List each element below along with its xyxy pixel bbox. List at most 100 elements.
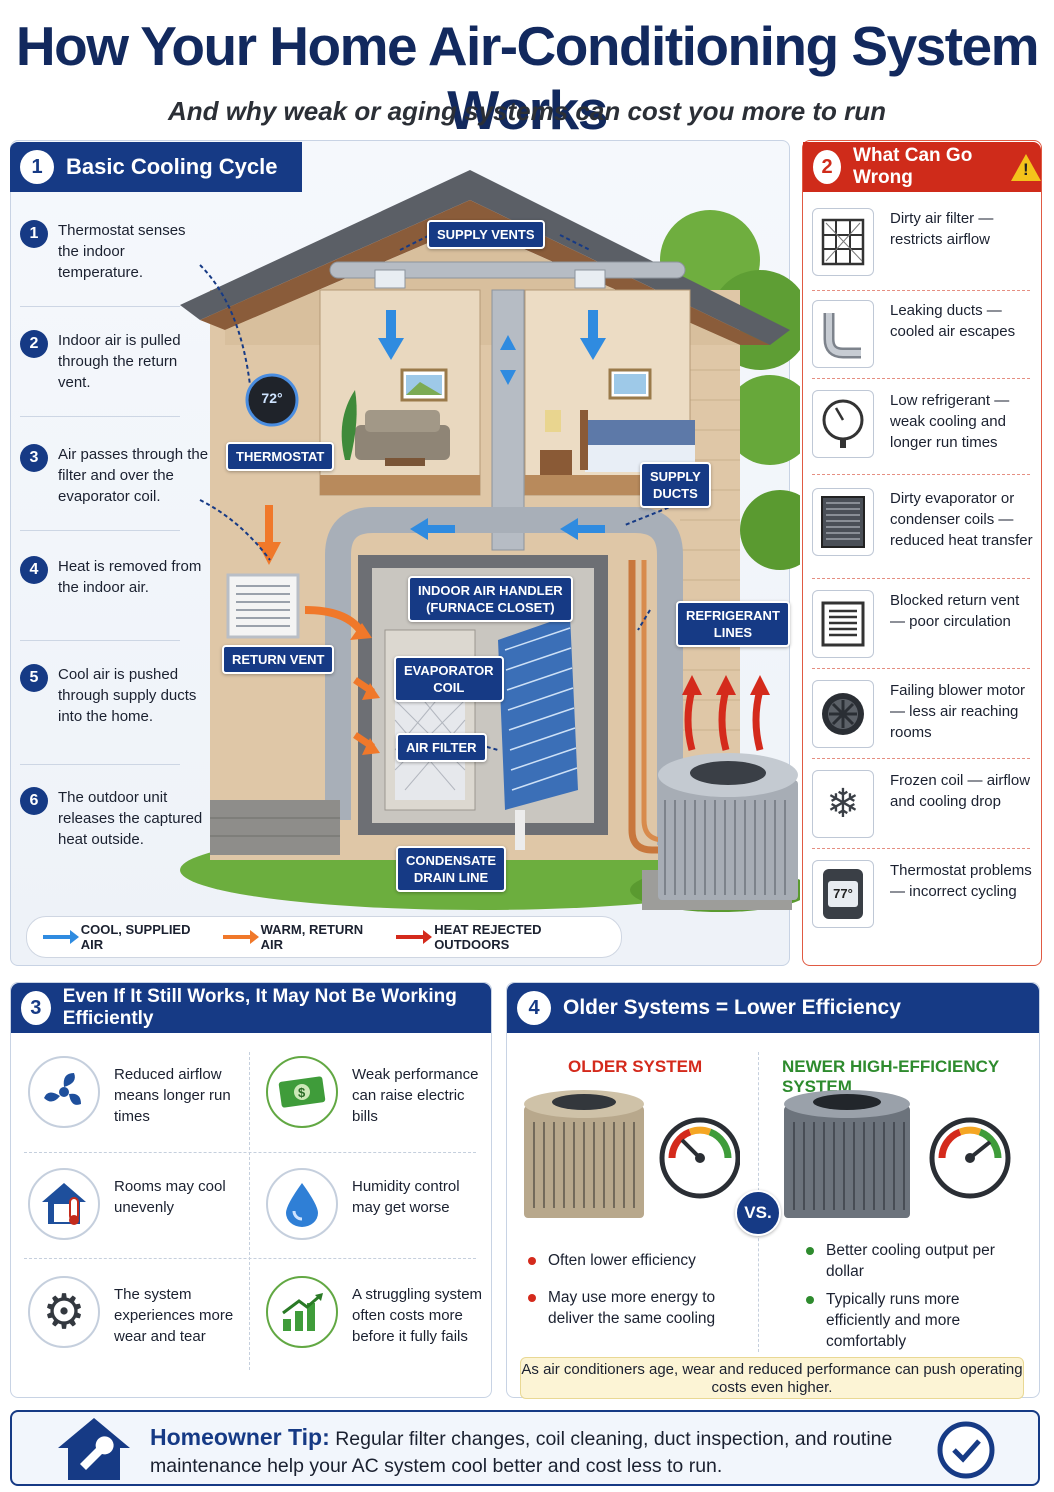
problem-divider — [812, 578, 1030, 579]
tip-text-block: Homeowner Tip: Regular filter changes, c… — [150, 1424, 910, 1480]
supply-ducts-label-line2: DUCTS — [653, 486, 698, 501]
orange-arrow-icon — [222, 930, 259, 944]
step-text: The outdoor unit releases the captured h… — [58, 789, 203, 848]
efficiency-item: $ Weak performance can raise electric bi… — [266, 1056, 488, 1128]
efficiency-grid-divider — [249, 1052, 250, 1370]
return-vent-icon — [812, 590, 874, 658]
efficiency-grid-divider — [24, 1152, 476, 1153]
problem-text: Low refrigerant — weak cooling and longe… — [890, 392, 1010, 451]
aging-note: As air conditioners age, wear and reduce… — [520, 1357, 1024, 1399]
newer-point: Typically runs more efficiently and more… — [806, 1289, 1006, 1352]
rising-chart-icon — [266, 1276, 338, 1348]
fan-icon — [28, 1056, 100, 1128]
tip-label: Homeowner Tip: — [150, 1424, 330, 1450]
older-point-text: May use more energy to deliver the same … — [548, 1289, 716, 1327]
problem-text: Thermostat problems — incorrect cycling — [890, 862, 1032, 900]
thermostat-display: 72° — [261, 390, 283, 406]
cycle-step: 3 Air passes through the filter and over … — [20, 444, 210, 507]
air-handler-label-line2: (FURNACE CLOSET) — [426, 600, 555, 615]
section3-number: 3 — [21, 991, 51, 1025]
house-wrench-icon — [58, 1418, 130, 1480]
problem-item: 77° Thermostat problems — incorrect cycl… — [812, 860, 1034, 928]
dirty-coil-icon — [812, 488, 874, 556]
gear-icon: ⚙ — [28, 1276, 100, 1348]
air-filter-icon — [812, 208, 874, 276]
step-divider — [20, 416, 180, 417]
cycle-step: 6 The outdoor unit releases the captured … — [20, 787, 210, 850]
warning-icon: ! — [1011, 153, 1041, 181]
page-title: How Your Home Air-Conditioning System Wo… — [15, 15, 1040, 141]
airflow-legend: COOL, SUPPLIED AIR WARM, RETURN AIR HEAT… — [26, 916, 622, 958]
house-thermometer-icon — [28, 1168, 100, 1240]
section4-number: 4 — [517, 991, 551, 1025]
problem-text: Dirty evaporator or condenser coils — re… — [890, 490, 1033, 549]
step-divider — [20, 530, 180, 531]
efficiency-text: Rooms may cool unevenly — [114, 1178, 226, 1216]
efficiency-item: ⚙ The system experiences more wear and t… — [28, 1276, 238, 1348]
problem-text: Blocked return vent — poor circulation — [890, 592, 1020, 630]
homeowner-tip-banner — [10, 1410, 1040, 1486]
section2-number: 2 — [813, 150, 842, 184]
pressure-gauge-icon — [812, 390, 874, 458]
efficiency-item: Rooms may cool unevenly — [28, 1168, 238, 1240]
checkmark-icon — [937, 1421, 995, 1479]
older-point-text: Often lower efficiency — [548, 1252, 696, 1269]
section1-title: Basic Cooling Cycle — [66, 154, 278, 179]
efficiency-text: Weak performance can raise electric bill… — [352, 1066, 479, 1125]
return-vent-label: RETURN VENT — [222, 645, 335, 674]
blower-motor-icon — [812, 680, 874, 748]
problem-item: Blocked return vent — poor circulation — [812, 590, 1034, 658]
section1-header: 1 Basic Cooling Cycle — [10, 142, 302, 192]
efficiency-item: A struggling system often costs more bef… — [266, 1276, 488, 1348]
water-drop-icon — [266, 1168, 338, 1240]
red-bullet-icon — [528, 1257, 536, 1265]
supply-vents-label: SUPPLY VENTS — [427, 220, 545, 249]
problem-item: ❄ Frozen coil — airflow and cooling drop — [812, 770, 1034, 838]
problem-divider — [812, 848, 1030, 849]
air-filter-label: AIR FILTER — [396, 733, 487, 762]
section2-title: What Can Go Wrong — [853, 145, 973, 188]
step-number: 3 — [20, 444, 48, 472]
newer-point-text: Typically runs more efficiently and more… — [826, 1291, 961, 1350]
problem-divider — [812, 378, 1030, 379]
legend-label: WARM, RETURN AIR — [260, 922, 364, 952]
efficiency-text: Humidity control may get worse — [352, 1178, 460, 1216]
legend-label: HEAT REJECTED OUTDOORS — [434, 922, 542, 952]
step-text: Thermostat senses the indoor temperature… — [58, 222, 186, 281]
problem-item: Dirty air filter — restricts airflow — [812, 208, 1034, 276]
problem-text: Leaking ducts — cooled air escapes — [890, 302, 1016, 340]
supply-ducts-label: SUPPLY DUCTS — [640, 462, 711, 508]
legend-item-warm: WARM, RETURN AIR — [222, 922, 373, 952]
problem-text: Frozen coil — airflow and cooling drop — [890, 772, 1031, 810]
step-divider — [20, 306, 180, 307]
section4-title: Older Systems = Lower Efficiency — [563, 996, 901, 1019]
older-system-title: OLDER SYSTEM — [568, 1057, 703, 1076]
efficiency-grid-divider — [24, 1258, 476, 1259]
step-divider — [20, 640, 180, 641]
tip-body: Regular filter changes, coil cleaning, d… — [150, 1428, 893, 1477]
supply-ducts-label-line1: SUPPLY — [650, 469, 701, 484]
newer-ac-unit-illustration — [784, 1090, 1011, 1218]
problem-item: Leaking ducts — cooled air escapes — [812, 300, 1034, 368]
step-number: 1 — [20, 220, 48, 248]
problem-item: Low refrigerant — weak cooling and longe… — [812, 390, 1034, 458]
efficiency-text: Reduced airflow means longer run times — [114, 1066, 231, 1125]
leaking-duct-icon — [812, 300, 874, 368]
step-text: Air passes through the filter and over t… — [58, 446, 209, 505]
problem-text: Dirty air filter — restricts airflow — [890, 210, 994, 248]
thermostat-icon: 77° — [812, 860, 874, 928]
blue-arrow-icon — [43, 930, 79, 944]
air-handler-label-line1: INDOOR AIR HANDLER — [418, 583, 563, 598]
legend-item-cool: COOL, SUPPLIED AIR — [43, 922, 199, 952]
older-point: May use more energy to deliver the same … — [528, 1287, 748, 1329]
step-divider — [20, 764, 180, 765]
legend-item-heat: HEAT REJECTED OUTDOORS — [396, 922, 597, 952]
problem-item: Dirty evaporator or condenser coils — re… — [812, 488, 1034, 556]
step-number: 6 — [20, 787, 48, 815]
green-bullet-icon — [806, 1247, 814, 1255]
